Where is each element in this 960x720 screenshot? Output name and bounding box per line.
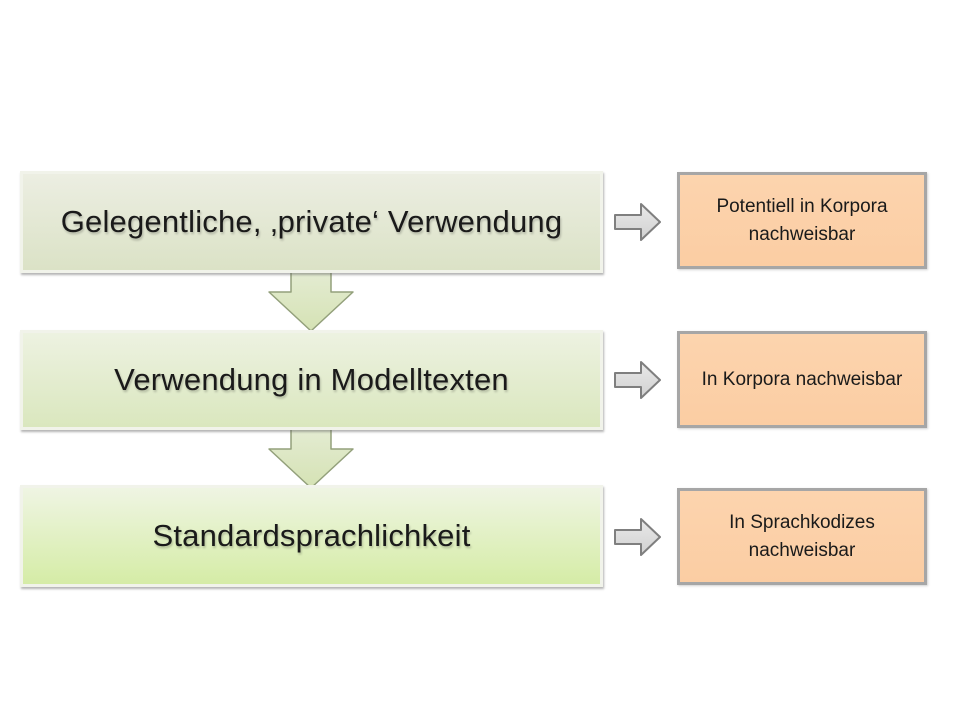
evidence-label: In Korpora nachweisbar xyxy=(701,368,903,390)
evidence-box-korpora: In Korpora nachweisbar xyxy=(677,331,927,428)
right-arrow-icon xyxy=(614,203,661,241)
down-arrow-icon xyxy=(268,270,354,332)
evidence-box-potentiell-korpora: Potentiell in Korpora nachweisbar xyxy=(677,172,927,269)
stage-label: Standardsprachlichkeit xyxy=(152,518,471,553)
evidence-box-sprachkodizes: In Sprachkodizes nachweisbar xyxy=(677,488,927,585)
stage-box-gelegentliche-verwendung: Gelegentliche, ‚private‘ Verwendung xyxy=(20,171,603,273)
stage-label: Verwendung in Modelltexten xyxy=(114,362,509,397)
right-arrow-icon xyxy=(614,361,661,399)
right-arrow-icon xyxy=(614,518,661,556)
evidence-label: In Sprachkodizes nachweisbar xyxy=(729,511,875,561)
evidence-label: Potentiell in Korpora nachweisbar xyxy=(716,195,888,245)
stage-box-verwendung-modelltexte: Verwendung in Modelltexten xyxy=(20,330,603,430)
stage-label: Gelegentliche, ‚private‘ Verwendung xyxy=(60,204,563,239)
down-arrow-icon xyxy=(268,427,354,489)
stage-box-standardsprachlichkeit: Standardsprachlichkeit xyxy=(20,485,603,587)
